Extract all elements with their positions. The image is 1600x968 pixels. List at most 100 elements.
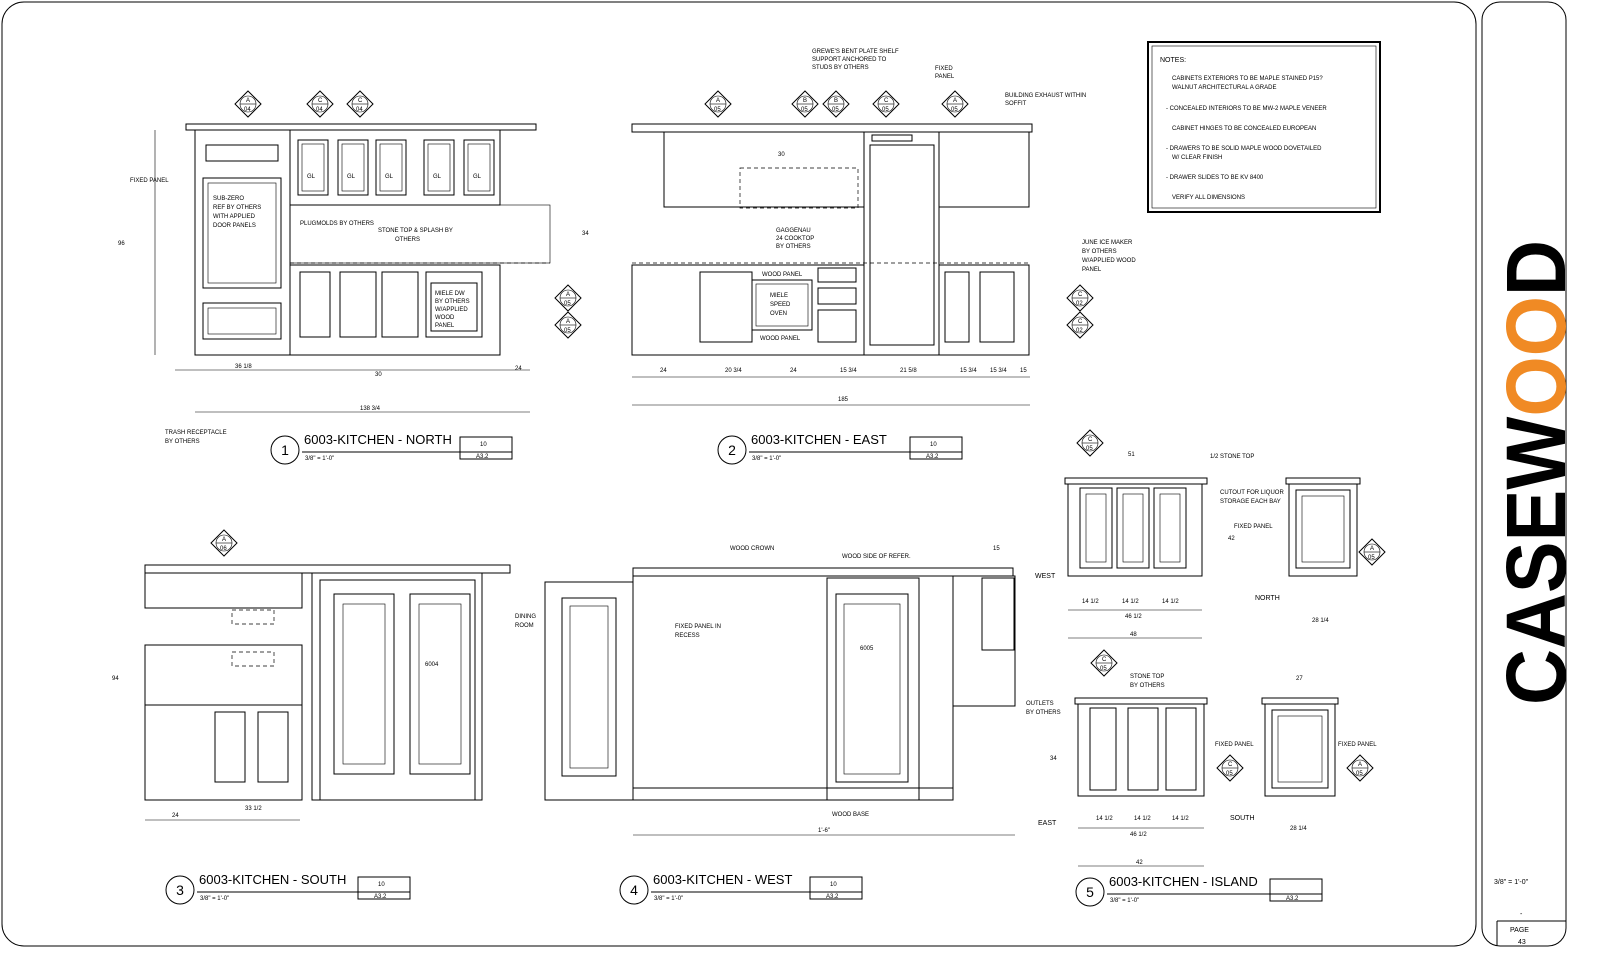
marker-letter: A xyxy=(566,319,570,325)
marker-letter: B xyxy=(803,98,807,104)
marker-sheet: 05 xyxy=(1356,771,1363,777)
trash-label: TRASH RECEPTACLE xyxy=(165,430,227,436)
trash-label-2: BY OTHERS xyxy=(165,439,200,445)
section-marker[interactable]: A05 xyxy=(941,90,969,118)
oven-label: MIELE xyxy=(770,293,788,299)
fixed-panel-label: FIXED PANEL xyxy=(1338,742,1377,748)
dim-text: 14 1/2 xyxy=(1172,816,1189,822)
glass-panel xyxy=(427,143,451,192)
dim-text: 14 1/2 xyxy=(1082,599,1099,605)
ref-bottom: A3.2 xyxy=(476,454,489,460)
view-scale: 3/8" = 1'-0" xyxy=(305,456,334,462)
elevation-west: 6005 DINING ROOM FIXED PANEL IN RECESS W… xyxy=(515,546,1016,836)
marker-sheet: 05 xyxy=(801,107,808,113)
note-4b: W/ CLEAR FINISH xyxy=(1172,155,1222,161)
view-title: 6003-KITCHEN - NORTH xyxy=(304,432,452,447)
section-marker[interactable]: A05 xyxy=(704,90,732,118)
note-6: VERIFY ALL DIMENSIONS xyxy=(1172,195,1245,201)
section-marker[interactable]: A 04 xyxy=(234,90,262,118)
note-5: - DRAWER SLIDES TO BE KV 8400 xyxy=(1166,175,1264,181)
glass-panel xyxy=(341,143,365,192)
marker-sheet: 06 xyxy=(220,546,227,552)
dim-text: 138 3/4 xyxy=(360,406,381,412)
section-marker[interactable]: C 02 xyxy=(1066,311,1094,339)
marker-sheet: 02 xyxy=(1076,301,1083,307)
dw-label-1: MIELE DW xyxy=(435,291,465,297)
subzero-label-4: DOOR PANELS xyxy=(213,223,256,229)
wood-base-label: WOOD BASE xyxy=(832,812,869,818)
marker-sheet: 04 xyxy=(244,107,251,113)
section-marker[interactable]: C05 xyxy=(1090,649,1118,677)
view-scale: 3/8" = 1'-0" xyxy=(1110,898,1139,904)
title-block: CASEWOOD 3/8" = 1'-0" - PAGE 43 xyxy=(1489,240,1583,946)
ice-label-3: W/APPLIED WOOD xyxy=(1082,258,1136,264)
marker-sheet: 02 xyxy=(1076,328,1083,334)
wood-side-label: WOOD SIDE OF REFER. xyxy=(842,554,911,560)
dim-text: 33 1/2 xyxy=(245,806,262,812)
section-marker[interactable]: A05 xyxy=(1346,754,1374,782)
section-marker[interactable]: A05 xyxy=(1358,538,1386,566)
subzero-label: SUB-ZERO xyxy=(213,196,244,202)
section-marker[interactable]: C05 xyxy=(872,90,900,118)
marker-letter: C xyxy=(1078,319,1083,325)
dim-text: 14 1/2 xyxy=(1162,599,1179,605)
section-marker[interactable]: C04 xyxy=(346,90,374,118)
marker-letter: C xyxy=(358,98,363,104)
sheet-dash: - xyxy=(1520,911,1523,918)
ref-top: 10 xyxy=(930,442,937,448)
ice-label: JUNE ICE MAKER xyxy=(1082,240,1133,246)
section-marker[interactable]: A 06 xyxy=(210,529,238,557)
oven-label-2: SPEED xyxy=(770,302,791,308)
crown-label: WOOD CROWN xyxy=(730,546,774,552)
cooktop-label-3: BY OTHERS xyxy=(776,244,811,250)
glass-panel xyxy=(379,143,403,192)
wood-panel-label-2: WOOD PANEL xyxy=(760,336,801,342)
dim-text: 14 1/2 xyxy=(1096,816,1113,822)
section-marker[interactable]: A05 xyxy=(554,284,582,312)
dim-text: 30 xyxy=(778,152,785,158)
fixed-panel-label: FIXED PANEL xyxy=(1215,742,1254,748)
recess-label: FIXED PANEL IN xyxy=(675,624,721,630)
marker-letter: C xyxy=(1078,292,1083,298)
marker-letter: A xyxy=(1370,546,1374,552)
section-marker[interactable]: A05 xyxy=(554,311,582,339)
recess-label-2: RECESS xyxy=(675,633,700,639)
marker-letter: A xyxy=(953,98,957,104)
outlets-label: OUTLETS xyxy=(1026,701,1054,707)
view-scale: 3/8" = 1'-0" xyxy=(654,896,683,902)
marker-letter: A xyxy=(246,98,250,104)
section-marker[interactable]: C05 xyxy=(1216,754,1244,782)
note-2: - CONCEALED INTERIORS TO BE MW-2 MAPLE V… xyxy=(1166,106,1327,112)
door-number: 6004 xyxy=(425,662,439,668)
marker-letter: C xyxy=(1102,657,1107,663)
dim-text: 21 5/8 xyxy=(900,368,917,374)
section-marker[interactable]: C05 xyxy=(1076,429,1104,457)
section-marker[interactable]: C 02 xyxy=(1066,284,1094,312)
section-marker[interactable]: B05 xyxy=(822,90,850,118)
exhaust-label-2: SOFFIT xyxy=(1005,101,1027,107)
marker-sheet: 04 xyxy=(316,107,323,113)
page-number: 43 xyxy=(1518,939,1526,946)
dim-text: 24 xyxy=(660,368,667,374)
elevation-north: SUB-ZERO REF BY OTHERS WITH APPLIED DOOR… xyxy=(118,123,551,445)
marker-letter: B xyxy=(834,98,838,104)
marker-letter: A xyxy=(566,292,570,298)
marker-letter: A xyxy=(222,537,226,543)
marker-letter: C xyxy=(1228,762,1233,768)
dim-text: 42 xyxy=(1228,536,1235,542)
fixed-label: FIXED xyxy=(935,66,953,72)
section-marker[interactable]: C04 xyxy=(306,90,334,118)
dim-text: 20 3/4 xyxy=(725,368,742,374)
glass-door xyxy=(375,139,407,196)
ref-bottom: A3.2 xyxy=(826,894,839,900)
shelf-label: GREWE'S BENT PLATE SHELF xyxy=(812,49,899,55)
side-label: SOUTH xyxy=(1230,815,1255,822)
glass-door xyxy=(463,139,495,196)
glass-door xyxy=(423,139,455,196)
dim-text: 46 1/2 xyxy=(1130,832,1147,838)
section-marker[interactable]: B 05 xyxy=(791,90,819,118)
marker-sheet: 05 xyxy=(882,107,889,113)
svg-text:CASEWOOD: CASEWOOD xyxy=(1489,240,1583,705)
marker-letter: A xyxy=(716,98,720,104)
